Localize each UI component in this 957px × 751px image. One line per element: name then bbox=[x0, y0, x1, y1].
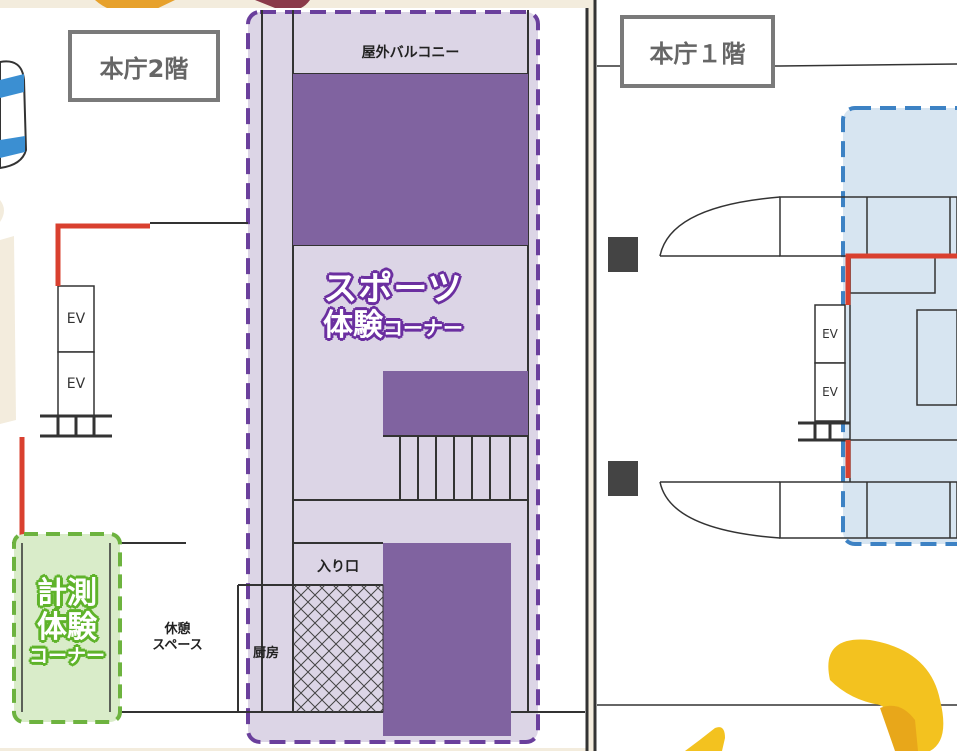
elevator-box-2 bbox=[57, 351, 95, 417]
sports-corner-line2a: 体験 bbox=[323, 307, 383, 343]
left-ev-1-label: EV bbox=[66, 311, 86, 327]
measure-corner-line3: コーナー bbox=[28, 645, 105, 667]
measure-corner-line2: 体験 bbox=[37, 609, 97, 645]
sports-corner-line2b: コーナー bbox=[383, 315, 463, 340]
sports-corner-title: スポーツ 体験コーナー bbox=[298, 269, 488, 343]
rest-space-label: 休憩 スペース bbox=[152, 622, 203, 654]
sports-block-bottom bbox=[383, 543, 511, 736]
sports-corner-line2: 体験コーナー bbox=[298, 307, 488, 343]
sports-block-mid bbox=[383, 371, 528, 436]
hatched-area bbox=[292, 584, 384, 713]
measure-corner-title: 計測 体験 コーナー bbox=[14, 578, 120, 667]
left-floor-title: 本庁2階 bbox=[68, 30, 220, 102]
blue-zone bbox=[841, 106, 957, 546]
mascot-ear bbox=[685, 727, 725, 751]
right-floor-title: 本庁１階 bbox=[620, 15, 775, 88]
entrance-label: 入り口 bbox=[317, 559, 359, 575]
right-ev-2-label: EV bbox=[822, 385, 838, 399]
pillar-2 bbox=[608, 461, 638, 496]
balcony-label: 屋外バルコニー bbox=[361, 45, 460, 61]
left-ev-2-label: EV bbox=[66, 376, 86, 392]
sports-corner-line1: スポーツ bbox=[323, 269, 463, 309]
measure-corner-line1: 計測 bbox=[37, 576, 97, 611]
sports-block-top bbox=[293, 74, 528, 245]
measure-zone bbox=[12, 532, 122, 724]
kitchen-label: 厨房 bbox=[252, 646, 279, 661]
pillar-1 bbox=[608, 237, 638, 272]
right-ev-1-label: EV bbox=[822, 327, 838, 341]
